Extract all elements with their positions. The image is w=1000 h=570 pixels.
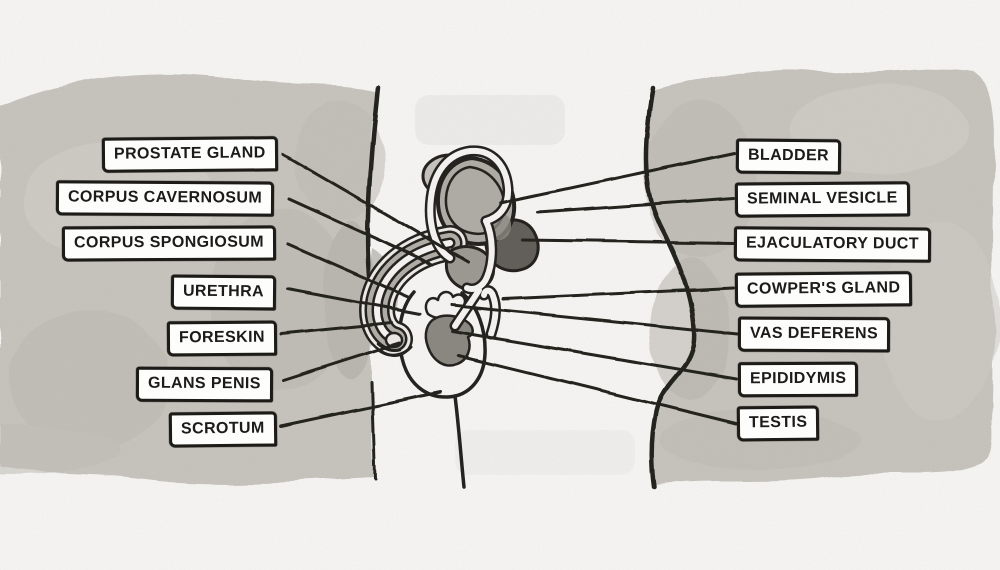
label-text: COWPER'S GLAND bbox=[746, 279, 901, 298]
label-text: BLADDER bbox=[747, 146, 830, 165]
label-text: PROSTATE GLAND bbox=[114, 144, 267, 163]
label-text: VAS DEFERENS bbox=[749, 324, 879, 343]
label-box-glans-penis: GLANS PENIS bbox=[136, 366, 274, 402]
label-box-cowpers-gland: COWPER'S GLAND bbox=[734, 271, 913, 308]
label-box-testis: TESTIS bbox=[736, 405, 820, 442]
label-box-scrotum: SCROTUM bbox=[169, 411, 278, 448]
label-box-seminal-vesicle: SEMINAL VESICLE bbox=[734, 181, 910, 218]
label-text: TESTIS bbox=[748, 413, 808, 432]
label-text: EPIDIDYMIS bbox=[749, 369, 847, 388]
label-text: EJACULATORY DUCT bbox=[745, 234, 919, 253]
label-box-vas-deferens: VAS DEFERENS bbox=[737, 316, 891, 352]
label-text: FORESKIN bbox=[179, 328, 266, 347]
label-text: CORPUS SPONGIOSUM bbox=[74, 233, 265, 252]
label-text: SEMINAL VESICLE bbox=[746, 189, 898, 208]
label-box-bladder: BLADDER bbox=[735, 138, 842, 175]
label-box-foreskin: FORESKIN bbox=[167, 320, 278, 356]
label-text: URETHRA bbox=[182, 282, 265, 301]
label-text: SCROTUM bbox=[181, 419, 266, 438]
label-box-epididymis: EPIDIDYMIS bbox=[737, 361, 859, 397]
label-box-ejaculatory-duct: EJACULATORY DUCT bbox=[733, 226, 932, 263]
label-box-urethra: URETHRA bbox=[170, 274, 277, 311]
label-box-corpus-spongiosum: CORPUS SPONGIOSUM bbox=[61, 225, 277, 262]
label-box-corpus-cavernosum: CORPUS CAVERNOSUM bbox=[55, 180, 275, 217]
label-box-prostate-gland: PROSTATE GLAND bbox=[102, 136, 279, 173]
label-text: GLANS PENIS bbox=[148, 374, 262, 393]
label-text: CORPUS CAVERNOSUM bbox=[67, 188, 263, 207]
